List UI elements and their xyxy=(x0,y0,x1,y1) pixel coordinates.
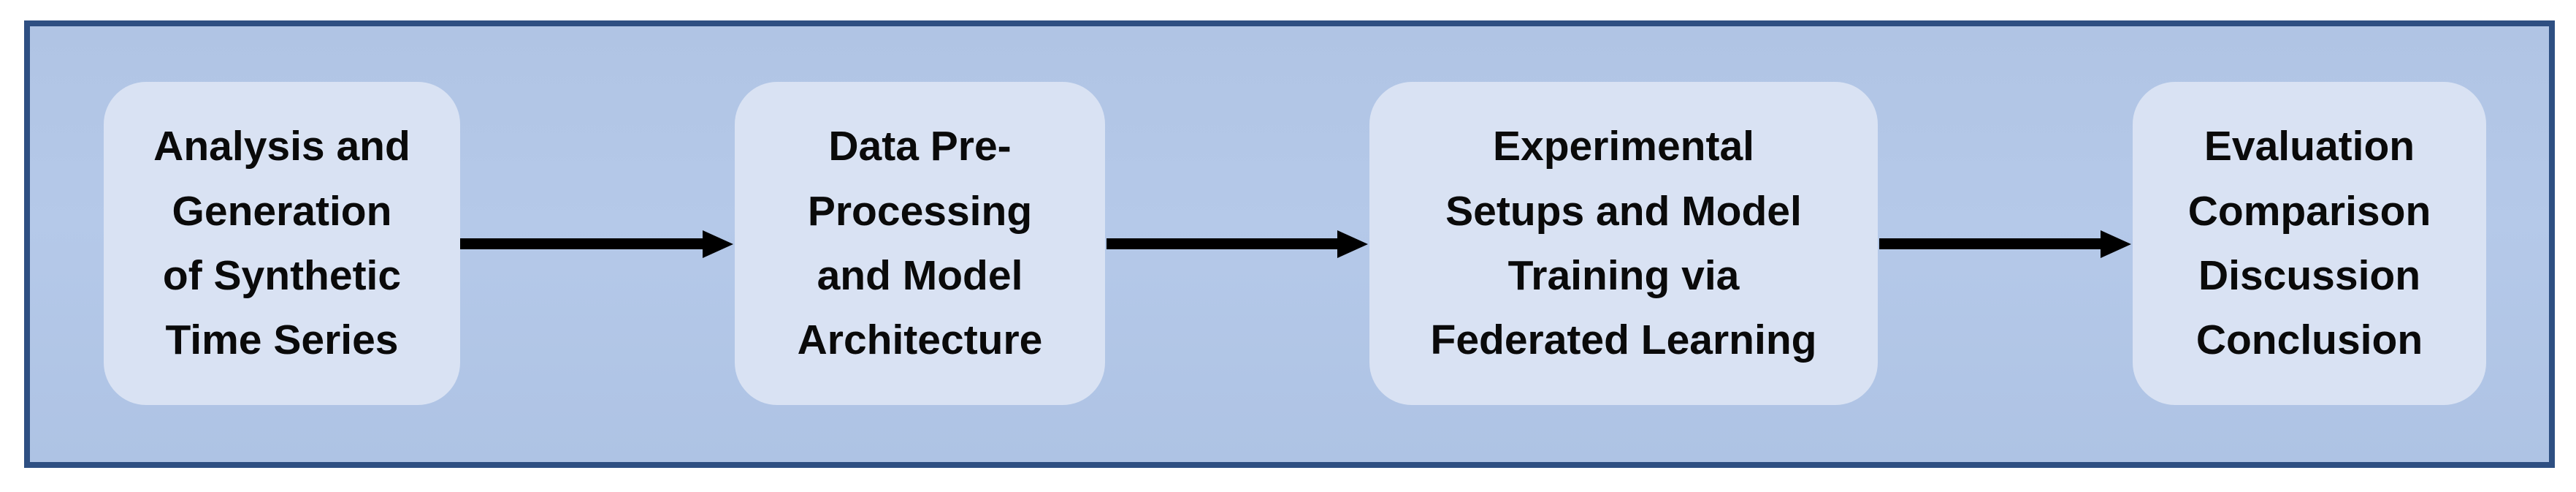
step-text-line: Comparison xyxy=(2187,187,2431,235)
step-text-line: of Synthetic xyxy=(162,252,402,299)
step-text-line: Generation xyxy=(172,187,392,235)
flow-arrow-2 xyxy=(1107,230,1368,258)
step-text-line: Federated Learning xyxy=(1430,317,1817,364)
step-text-line: Setups and Model xyxy=(1445,187,1802,235)
arrow-shaft xyxy=(460,238,703,249)
step-box-preprocessing-architecture: Data Pre- Processing and Model Architect… xyxy=(735,82,1105,405)
step-box-analysis-generation: Analysis and Generation of Synthetic Tim… xyxy=(104,82,460,405)
step-text-line: Conclusion xyxy=(2195,317,2423,364)
flow-arrow-1 xyxy=(460,230,733,258)
step-text-line: Experimental xyxy=(1493,123,1754,170)
arrow-shaft xyxy=(1107,238,1337,249)
step-text-line: Processing xyxy=(807,187,1033,235)
arrow-head-icon xyxy=(2101,230,2131,258)
step-text-line: Evaluation xyxy=(2204,123,2415,170)
arrow-head-icon xyxy=(703,230,733,258)
step-text-line: Analysis and xyxy=(153,123,410,170)
step-box-evaluation-conclusion: Evaluation Comparison Discussion Conclus… xyxy=(2133,82,2486,405)
step-text-line: Discussion xyxy=(2198,252,2421,299)
step-text-line: Time Series xyxy=(165,317,399,364)
flow-arrow-3 xyxy=(1879,230,2131,258)
arrow-head-icon xyxy=(1337,230,1368,258)
step-box-experimental-training: Experimental Setups and Model Training v… xyxy=(1369,82,1878,405)
step-text-line: Data Pre- xyxy=(828,123,1012,170)
step-text-line: Training via xyxy=(1507,252,1740,299)
arrow-shaft xyxy=(1879,238,2101,249)
step-text-line: Architecture xyxy=(797,317,1043,364)
step-text-line: and Model xyxy=(817,252,1023,299)
